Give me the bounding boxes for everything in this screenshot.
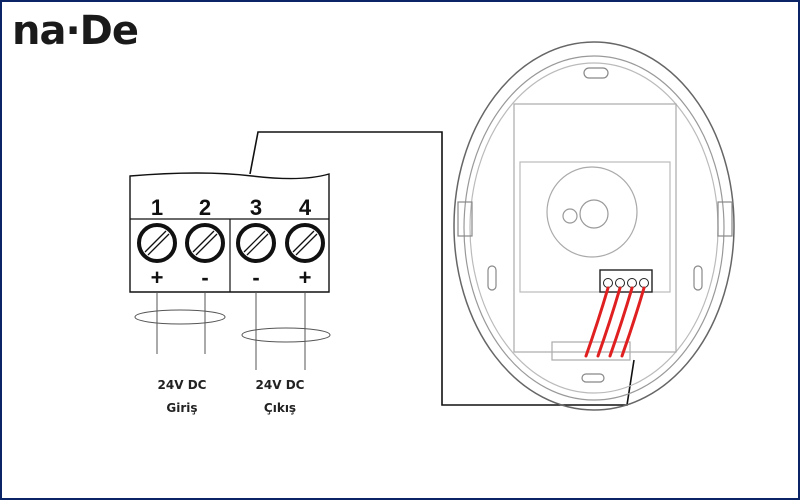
screw-icon — [137, 223, 177, 263]
device-terminal-block — [599, 269, 653, 293]
screw-icon — [185, 223, 225, 263]
terminal-number: 2 — [199, 195, 211, 220]
input-label-voltage: 24V DC — [158, 378, 207, 392]
terminal-polarity: - — [201, 265, 208, 290]
screw-icon — [236, 223, 276, 263]
terminal-number: 3 — [250, 195, 262, 220]
terminal-number: 1 — [151, 195, 163, 220]
terminal-polarity: + — [299, 265, 312, 290]
red-wires — [584, 286, 646, 358]
wire-leads — [134, 292, 331, 370]
terminal-block: 1+2-3-4+ — [129, 172, 330, 293]
connection-cable — [249, 131, 635, 406]
output-label-voltage: 24V DC — [256, 378, 305, 392]
output-label: Çıkış — [264, 401, 296, 415]
input-label: Giriş — [166, 401, 197, 415]
terminal-polarity: + — [151, 265, 164, 290]
screw-icon — [285, 223, 325, 263]
terminal-polarity: - — [252, 265, 259, 290]
nade-logo: na·De — [12, 8, 138, 54]
output-wire-tie — [241, 327, 331, 343]
terminal-number: 4 — [299, 195, 312, 220]
terminal-4: 4+ — [285, 195, 325, 290]
terminal-2: 2- — [185, 195, 225, 290]
terminal-1: 1+ — [137, 195, 177, 290]
input-wire-tie — [134, 309, 226, 325]
terminal-3: 3- — [236, 195, 276, 290]
sensor-device — [453, 41, 735, 411]
